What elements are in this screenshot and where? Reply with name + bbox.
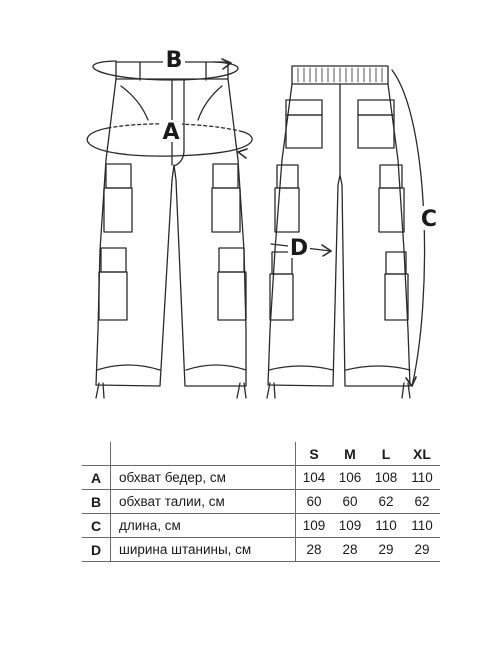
row-value: 29 — [414, 542, 430, 557]
row-value: 62 — [414, 494, 430, 509]
label-b: B — [166, 48, 183, 73]
row-value: 60 — [306, 494, 322, 509]
row-value: 104 — [302, 470, 326, 485]
row-value: 110 — [375, 518, 397, 533]
row-value: 106 — [338, 470, 362, 485]
label-a: A — [162, 120, 179, 145]
row-letter: A — [82, 465, 111, 490]
pants-diagram: B A D C — [86, 48, 438, 399]
table-row: A обхват бедер, см 104 106 108 110 — [82, 465, 440, 490]
size-table: S M L XL A обхват бедер, см 104 106 108 … — [82, 442, 440, 562]
header-size: M — [344, 445, 356, 462]
row-name: длина, см — [110, 513, 296, 538]
row-value: 110 — [411, 518, 433, 533]
table-header-row: S M L XL — [82, 442, 440, 466]
row-value: 110 — [411, 470, 433, 485]
table-row: D ширина штанины, см 28 28 29 29 — [82, 537, 440, 562]
header-blank-name — [110, 442, 296, 466]
row-value: 28 — [342, 542, 358, 557]
row-name: ширина штанины, см — [110, 537, 296, 562]
label-d: D — [290, 236, 308, 261]
back-view — [266, 65, 426, 399]
label-c: C — [421, 207, 437, 232]
row-letter: D — [82, 537, 111, 562]
row-value: 28 — [306, 542, 322, 557]
row-value: 109 — [302, 518, 326, 533]
header-blank — [82, 442, 111, 466]
header-size: L — [381, 445, 391, 462]
table-row: C длина, см 109 109 110 110 — [82, 513, 440, 538]
table-row: B обхват талии, см 60 60 62 62 — [82, 489, 440, 514]
pants-illustration: B A D C — [86, 48, 438, 399]
row-value: 60 — [342, 494, 358, 509]
row-name: обхват талии, см — [110, 489, 296, 514]
row-value: 62 — [378, 494, 394, 509]
row-name: обхват бедер, см — [110, 465, 296, 490]
row-value: 29 — [378, 542, 394, 557]
row-letter: C — [82, 513, 111, 538]
header-size: XL — [413, 445, 431, 462]
row-letter: B — [82, 489, 111, 514]
front-view — [86, 58, 253, 399]
row-value: 108 — [374, 470, 398, 485]
header-size: S — [309, 445, 319, 462]
row-value: 109 — [338, 518, 362, 533]
